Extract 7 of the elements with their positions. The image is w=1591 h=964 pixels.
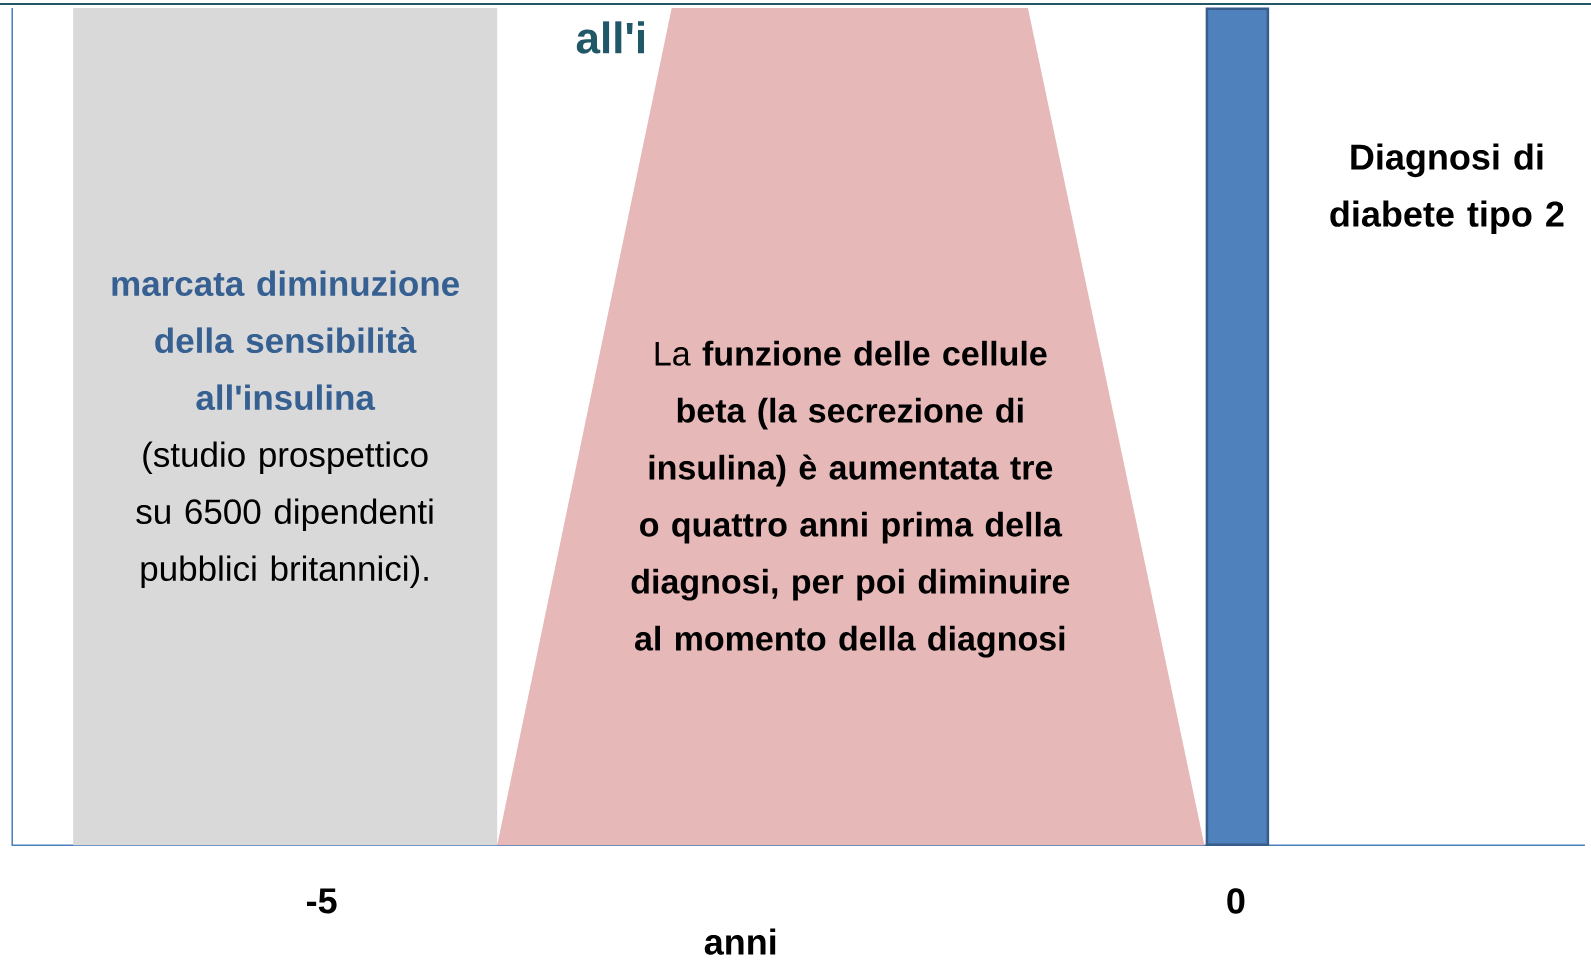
tick-label: 0 (1227, 888, 1245, 914)
tick-label: -5 (307, 888, 337, 914)
axis-label: anni (704, 928, 776, 955)
vertical-bar (1205, 7, 1270, 846)
text-panel: marcata diminuzione della sensibilità all'insulina (studio prospettico su 6500 dipendenti pubblici britannici). (73, 8, 498, 846)
diagnosis-text: Diagnosi di diabete tipo 2 (1330, 143, 1564, 234)
title-text: all'i (576, 21, 644, 54)
